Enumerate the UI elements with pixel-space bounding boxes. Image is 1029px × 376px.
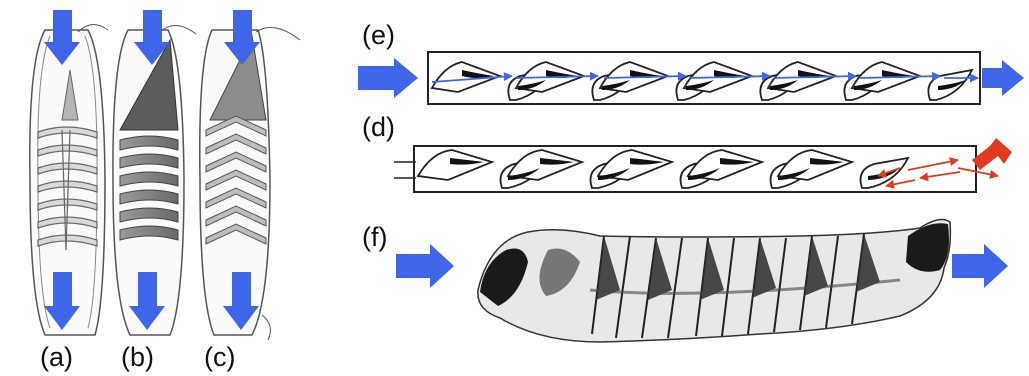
red-block-arrow-icon: [972, 138, 1012, 170]
panel-label-e: (e): [362, 20, 395, 50]
tube-e: [428, 52, 980, 104]
blue-block-arrow-icon: [982, 60, 1024, 96]
panel-label-c: (c): [204, 342, 235, 372]
panel-label-b: (b): [121, 342, 154, 372]
specimen-f: [478, 220, 951, 342]
tube-d: [394, 146, 998, 192]
panel-label-d: (d): [362, 112, 395, 142]
panel-label-f: (f): [362, 222, 387, 252]
blue-block-arrow-icon: [952, 244, 1008, 288]
panel-label-a: (a): [40, 342, 73, 372]
blue-block-arrow-icon: [396, 244, 454, 288]
blue-block-arrow-icon: [358, 58, 418, 98]
